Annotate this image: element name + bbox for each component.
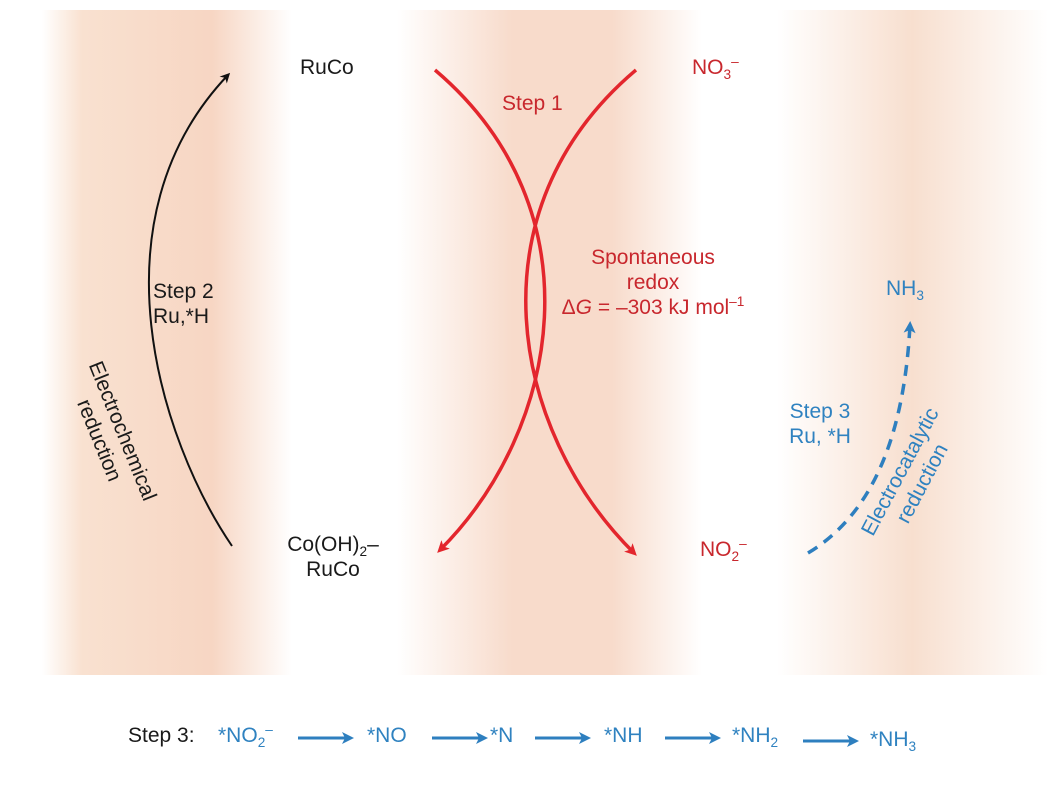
step3-label: Step 3 Ru, *H [770,400,870,450]
sequence-prefix: Step 3: [128,724,195,747]
nitrate-base: NO [692,56,724,79]
ruco-top-label: RuCo [300,56,354,81]
cobalt-hydroxide-line2: RuCo [306,557,360,581]
delta-g-value: = –303 kJ mol [592,295,730,319]
sequence-item-4-base: *NH [604,724,643,747]
ammonia-base: NH [886,277,917,300]
diagram-background [42,10,1048,675]
step2-line2: Ru,*H [153,304,210,328]
red-arc-right [524,68,638,556]
redox-line1: Spontaneous [591,246,715,269]
nitrate-sub: 3 [723,67,732,83]
nitrite-base: NO [700,538,732,561]
sequence-item-6: *NH3 [870,728,917,755]
nitrate-label: NO3– [692,54,739,83]
sequence-item-6-sub: 3 [908,739,917,755]
red-arc-left [433,68,547,553]
sequence-item-1-sub: 2 [257,735,266,751]
cobalt-hydroxide-label: Co(OH)2– RuCo [278,533,388,583]
sequence-item-1-base: *NO [218,724,258,747]
g-symbol: G [575,295,593,319]
cobalt-hydroxide-line1: Co(OH)2– [278,533,388,560]
sequence-item-4: *NH [604,724,643,749]
nitrite-label: NO2– [700,536,747,565]
ammonia-label: NH3 [886,277,924,304]
sequence-item-6-base: *NH [870,728,909,751]
electrocatalytic-reduction-arrow [807,321,916,555]
sequence-item-2-base: *NO [367,724,407,747]
spontaneous-redox-label: Spontaneous redox ΔG = –303 kJ mol–1 [528,246,778,320]
sequence-item-3: *N [490,724,513,749]
sequence-item-5: *NH2 [732,724,779,751]
delta-symbol: Δ [561,295,576,319]
nitrite-sup: – [739,536,747,551]
electrochemical-reduction-arrow [147,72,233,547]
coh2-sub: 2 [359,544,368,560]
coh2-tail: – [367,533,379,556]
redox-line2: redox [626,270,680,294]
step2-label: Step 2 Ru,*H [153,280,214,330]
ruco-top-text: RuCo [300,56,354,79]
step1-label: Step 1 [502,92,563,115]
sequence-item-1: *NO2– [218,722,273,751]
redox-line3: ΔG = –303 kJ mol–1 [528,293,778,321]
step3-line1: Step 3 [789,400,851,423]
step3-line2: Ru, *H [789,424,851,448]
ammonia-sub: 3 [916,288,924,304]
sequence-item-1-sup: – [265,722,273,737]
nitrite-sub: 2 [731,549,740,565]
sequence-item-5-sub: 2 [770,735,779,751]
sequence-item-3-base: *N [490,724,514,747]
step2-line1: Step 2 [153,280,214,303]
delta-g-unit-sup: –1 [729,293,745,309]
sequence-item-2: *NO [367,724,407,749]
nitrate-sup: – [731,54,739,69]
coh2-base: Co(OH) [287,533,360,556]
sequence-item-5-base: *NH [732,724,771,747]
